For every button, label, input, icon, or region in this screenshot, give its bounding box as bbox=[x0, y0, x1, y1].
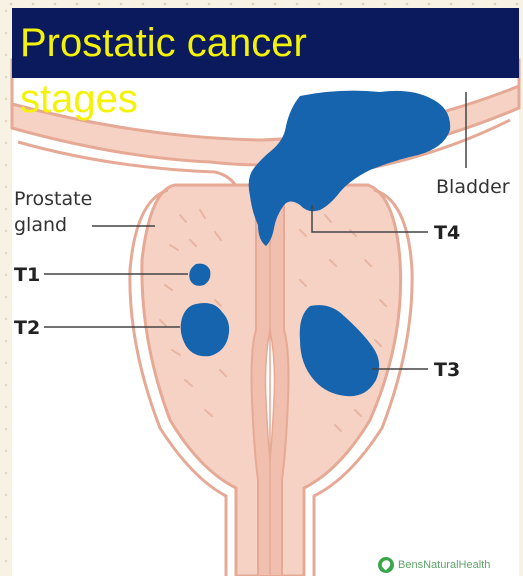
slide-title-line-2: stages bbox=[20, 76, 138, 122]
label-prostate-line2: gland bbox=[14, 214, 67, 236]
label-t1: T1 bbox=[14, 264, 40, 286]
label-prostate-line1: Prostate bbox=[14, 188, 92, 210]
label-t3: T3 bbox=[434, 359, 460, 381]
label-t4: T4 bbox=[434, 222, 460, 244]
leaf-icon bbox=[378, 557, 394, 573]
label-t2: T2 bbox=[14, 317, 40, 339]
slide-title-line-1: Prostatic cancer bbox=[20, 20, 307, 66]
label-bladder: Bladder bbox=[436, 176, 510, 198]
brand-logo: BensNaturalHealth bbox=[378, 557, 490, 573]
brand-logo-text: BensNaturalHealth bbox=[398, 559, 490, 571]
